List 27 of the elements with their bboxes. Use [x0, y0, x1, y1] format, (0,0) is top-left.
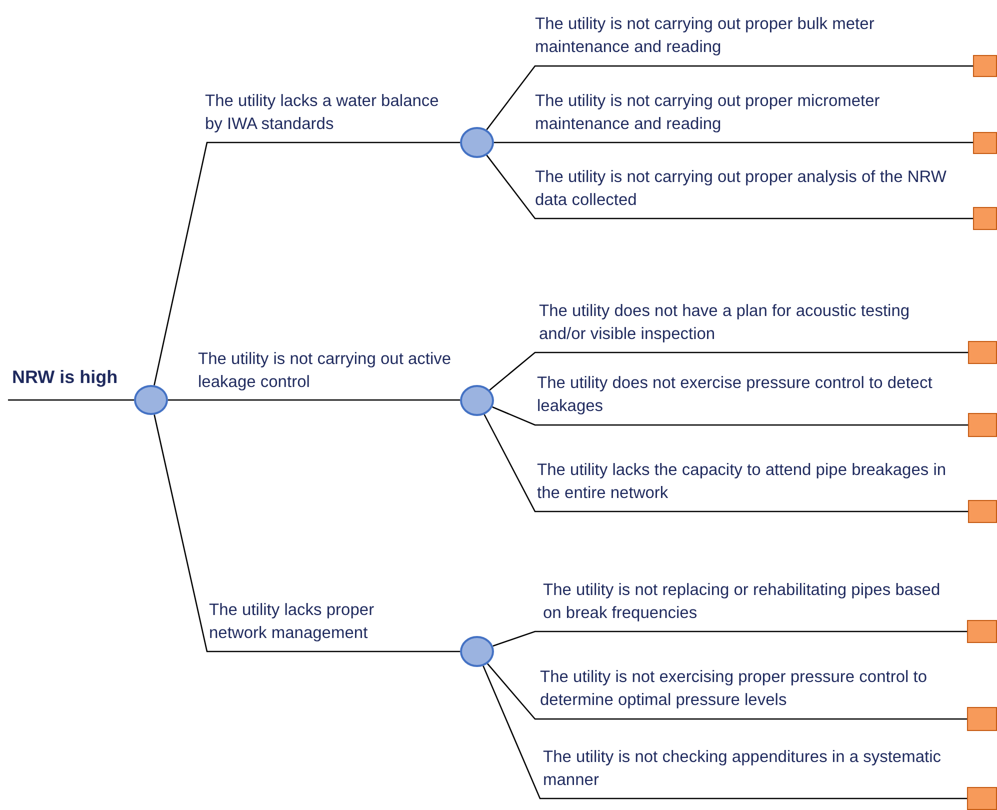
connector-line: [492, 406, 968, 426]
node-circle: [460, 385, 494, 416]
connector-line: [154, 414, 460, 652]
connector-line: [154, 142, 460, 386]
connector-line: [487, 663, 967, 720]
node-circle: [460, 636, 494, 667]
end-marker-box: [968, 500, 997, 523]
connector-line: [8, 399, 134, 401]
end-marker-box: [968, 341, 997, 364]
connector-line: [482, 666, 967, 800]
end-marker-box: [973, 132, 997, 154]
connector-line: [492, 630, 967, 647]
end-marker-box: [967, 620, 997, 643]
connector-line: [486, 154, 973, 220]
end-marker-box: [968, 413, 997, 437]
connector-line: [486, 65, 973, 130]
connector-line: [484, 414, 968, 512]
end-marker-box: [967, 707, 997, 731]
node-circle: [460, 127, 494, 158]
end-marker-box: [973, 55, 997, 77]
root-problem-label: NRW is high: [11, 366, 119, 388]
end-marker-box: [967, 787, 997, 810]
node-circle: [134, 385, 168, 415]
connector-line: [168, 399, 460, 401]
end-marker-box: [973, 207, 997, 230]
connector-line: [489, 352, 968, 391]
connector-line: [494, 142, 973, 144]
